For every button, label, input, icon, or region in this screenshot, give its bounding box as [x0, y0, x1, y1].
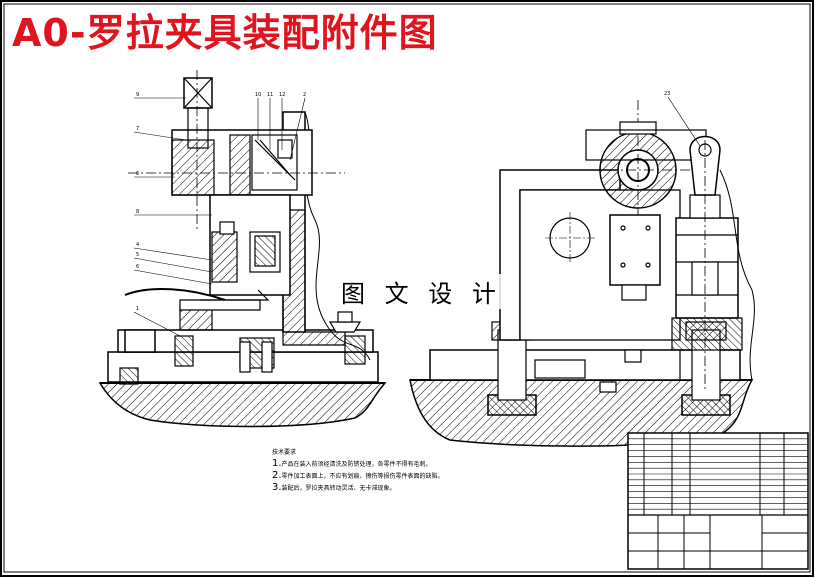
note-item-3: 3.装配后，罗拉夹具转动灵活、无卡滞现象。 [272, 482, 492, 494]
left-callouts [133, 97, 306, 337]
callout-7: 7 [136, 126, 139, 132]
note-text: 零件加工表面上，不应有划痕、擦伤等损伤零件表面的缺陷。 [281, 473, 444, 480]
callout-23: 23 [664, 91, 670, 97]
note-number: 1. [272, 458, 282, 469]
callout-6b: 6 [136, 264, 139, 270]
callout-4: 4 [136, 242, 139, 248]
callout-9: 9 [136, 92, 139, 98]
note-text: 装配后，罗拉夹具转动灵活、无卡滞现象。 [281, 485, 396, 492]
callout-2: 2 [303, 92, 306, 98]
note-item-1: 1.产品在装入前须经清洗及防锈处理，各零件不得有毛刺。 [272, 458, 492, 470]
callout-1: 1 [136, 306, 139, 312]
note-item-2: 2.零件加工表面上，不应有划痕、擦伤等损伤零件表面的缺陷。 [272, 470, 492, 482]
note-number: 2. [272, 470, 282, 481]
title-block [627, 432, 809, 570]
left-assembly-view [98, 70, 387, 428]
inner-frame [3, 3, 811, 573]
callout-6: 6 [136, 171, 139, 177]
note-text: 产品在装入前须经清洗及防锈处理，各零件不得有毛刺。 [281, 461, 432, 468]
watermark-text: 图 文 设 计 [338, 274, 505, 309]
notes-heading: 技术要求 [272, 449, 297, 456]
callout-8: 8 [136, 209, 139, 215]
bom-grid [628, 438, 808, 510]
technical-notes: 技术要求 1.产品在装入前须经清洗及防锈处理，各零件不得有毛刺。 2.零件加工表… [272, 447, 492, 494]
callout-12: 12 [279, 92, 285, 98]
callout-10: 10 [255, 92, 261, 98]
note-number: 3. [272, 482, 282, 493]
drawing-title: A0-罗拉夹具装配附件图 [12, 11, 438, 55]
callout-11: 11 [267, 92, 273, 98]
right-assembly-view [409, 96, 755, 447]
callout-5: 5 [136, 252, 139, 258]
